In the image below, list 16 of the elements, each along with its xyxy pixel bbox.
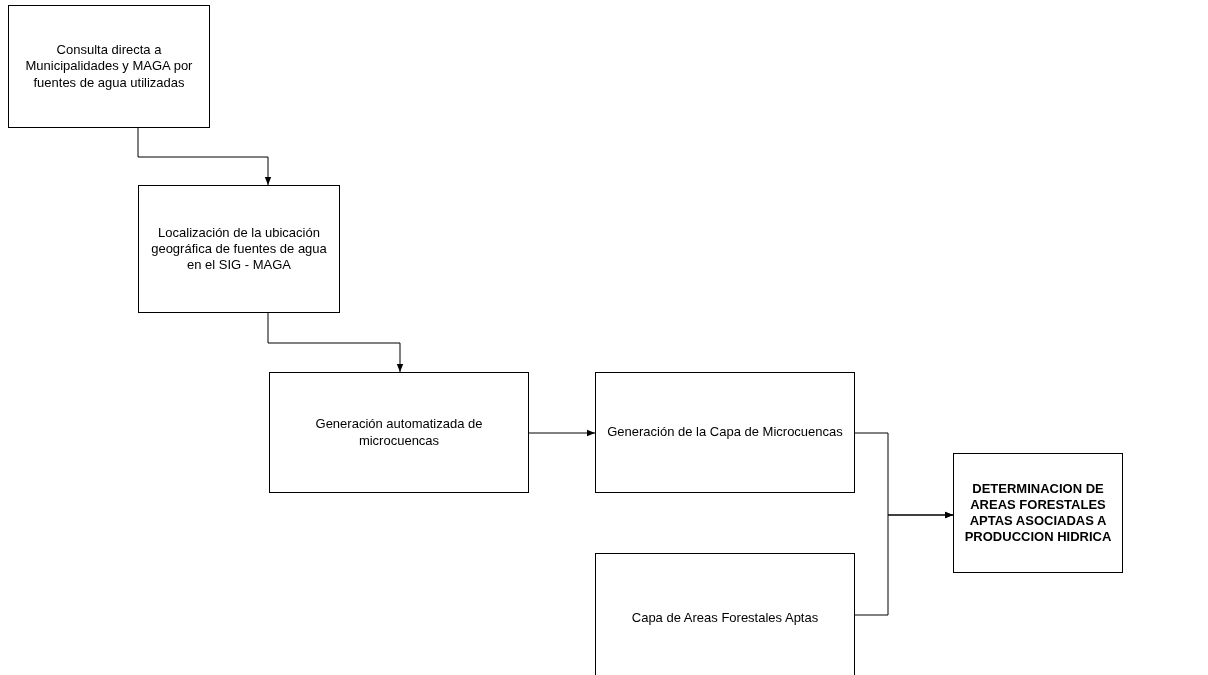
process-box — [269, 372, 529, 493]
arrow — [267, 312, 404, 373]
arrow — [528, 429, 596, 437]
box-text: Consulta directa a Municipalidades y MAGA por fuentes de agua utilizadas — [24, 42, 194, 91]
process-box — [595, 553, 855, 675]
result-box — [953, 453, 1123, 573]
box-text: Capa de Areas Forestales Aptas — [631, 609, 819, 627]
process-box — [8, 5, 210, 128]
arrow — [854, 511, 954, 616]
process-box — [595, 372, 855, 493]
arrow — [137, 127, 272, 186]
box-text: Generación de la Capa de Microcuencas — [607, 424, 843, 441]
box-text: Localización de la ubicación geográfica de fuentes de agua en el SIG - MAGA — [150, 224, 328, 274]
box-text: DETERMINACION DE AREAS FORESTALES APTAS ASOCIADAS A PRODUCCION HIDRICA — [964, 480, 1112, 546]
box-text: Generación automatizada de microcuencas — [314, 416, 484, 449]
process-box — [138, 185, 340, 313]
